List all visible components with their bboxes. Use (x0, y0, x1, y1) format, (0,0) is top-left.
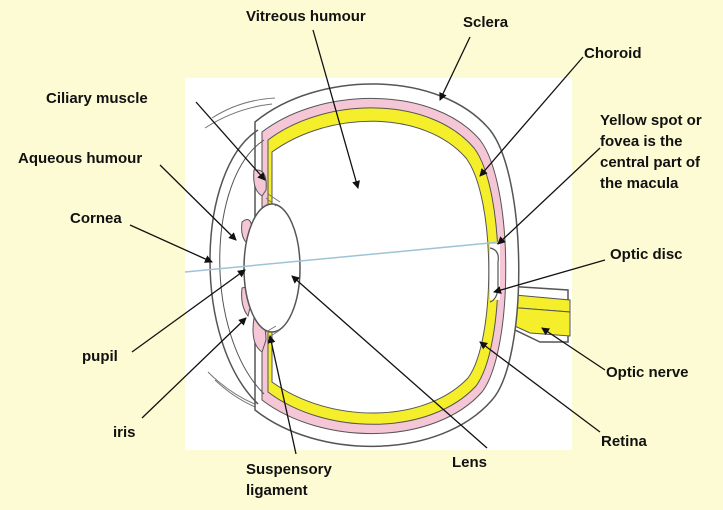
label-yellow-spot-line-2: fovea is the (600, 131, 702, 152)
label-yellow-spot-line-4: the macula (600, 173, 702, 194)
label-yellow-spot-line-3: central part of (600, 152, 702, 173)
label-retina: Retina (601, 431, 647, 452)
label-yellow-spot: Yellow spot or fovea is the central part… (600, 110, 702, 194)
label-cornea: Cornea (70, 208, 122, 229)
label-sclera: Sclera (463, 12, 508, 33)
label-lens: Lens (452, 452, 487, 473)
label-suspensory-ligament: Suspensory ligament (246, 459, 332, 501)
vitreous-chamber (272, 121, 489, 413)
label-vitreous-humour: Vitreous humour (246, 6, 366, 27)
label-optic-disc: Optic disc (610, 244, 683, 265)
label-suspensory-ligament-line-1: Suspensory (246, 459, 332, 480)
label-suspensory-ligament-line-2: ligament (246, 480, 332, 501)
label-aqueous-humour: Aqueous humour (18, 148, 142, 169)
label-optic-nerve: Optic nerve (606, 362, 689, 383)
lens-shape (244, 204, 300, 332)
label-ciliary-muscle: Ciliary muscle (46, 88, 148, 109)
label-yellow-spot-line-1: Yellow spot or (600, 110, 702, 131)
label-pupil: pupil (82, 346, 118, 367)
label-iris: iris (113, 422, 136, 443)
label-choroid: Choroid (584, 43, 642, 64)
